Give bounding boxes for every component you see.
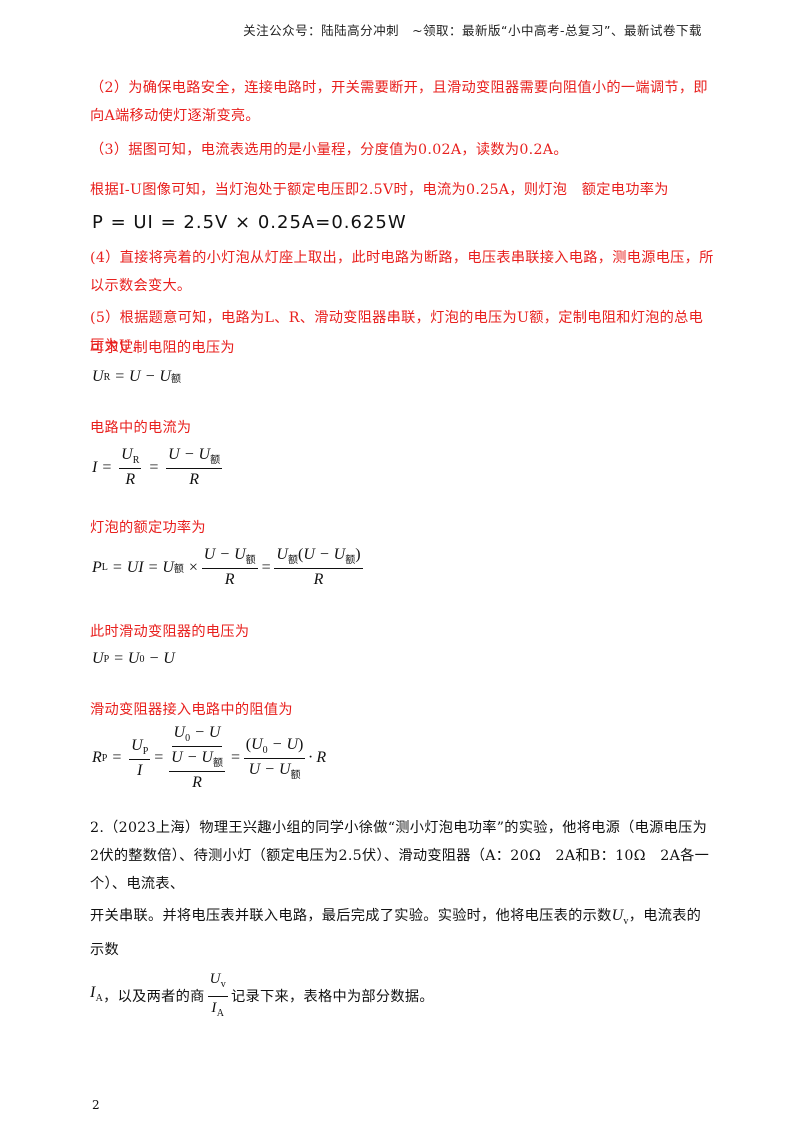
symbol-uv: Uv <box>611 907 629 928</box>
label-slide-voltage: 此时滑动变阻器的电压为 <box>90 624 250 640</box>
equation-rated-power: P = UI = 2.5V × 0.25A=0.625W <box>92 212 407 233</box>
question-2-line2: 开关串联。并将电压表并联入电路，最后完成了实验。实验时，他将电压表的示数Uv，电… <box>90 907 702 959</box>
page-number: 2 <box>92 1098 100 1112</box>
label-power: 灯泡的额定功率为 <box>90 520 206 536</box>
question-2-intro: 2.（2023上海）物理王兴趣小组的同学小徐做“测小灯泡电功率”的实验，他将电源… <box>90 820 710 892</box>
answer-part-2: （2）为确保电路安全，连接电路时，开关需要断开，且滑动变阻器需要向阻值小的一端调… <box>90 80 708 124</box>
label-current: 电路中的电流为 <box>90 420 192 436</box>
answer-part-3: （3）据图可知，电流表选用的是小量程，分度值为0.02A，读数为0.2A。 <box>90 142 568 158</box>
answer-part-5: (5）根据题意可知，电路为L、R、滑动变阻器串联，灯泡的电压为U额，定制电阻和灯… <box>90 310 704 354</box>
answer-part-3-power: 根据I-U图像可知，当灯泡处于额定电压即2.5V时，电流为0.25A，则灯泡 额… <box>90 182 669 198</box>
symbol-ia: IA <box>90 984 104 1005</box>
label-slide-resistance: 滑动变阻器接入电路中的阻值为 <box>90 702 293 718</box>
answer-part-4: (4）直接将亮着的小灯泡从灯座上取出，此时电路为断路，电压表串联接入电路，测电源… <box>90 250 714 294</box>
answer-part-5-cont: 可求定制电阻的电压为 <box>90 340 235 356</box>
page-header: 关注公众号：陆陆高分冲刺 ~领取：最新版“小中高考-总复习”、最新试卷下载 <box>243 23 702 38</box>
